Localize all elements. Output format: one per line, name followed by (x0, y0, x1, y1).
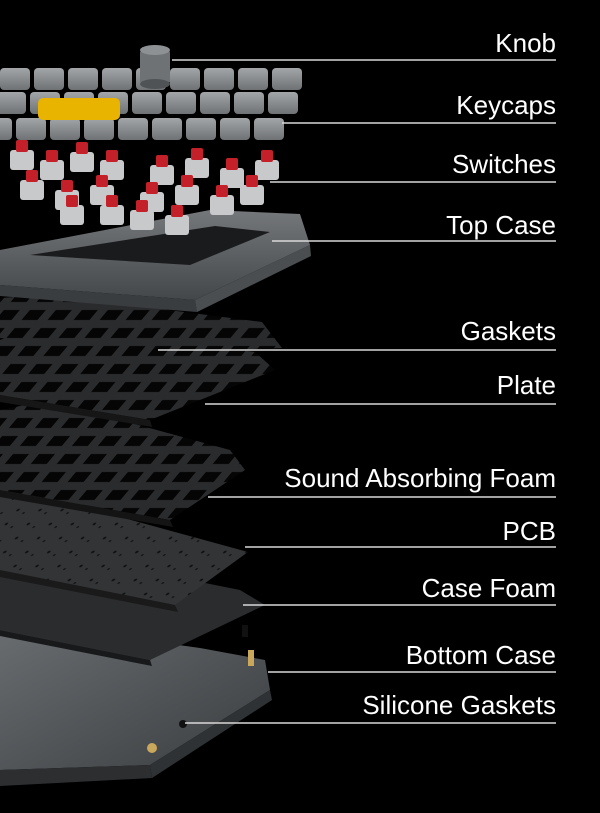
top-case-illustration (0, 210, 311, 312)
keycap (254, 118, 284, 140)
switch (220, 168, 244, 188)
switch-stem (76, 142, 88, 154)
switch-stem (146, 182, 158, 194)
keycap (0, 92, 26, 114)
keycap (170, 68, 200, 90)
yellow-keycap (38, 98, 120, 120)
knob-illustration (140, 45, 170, 89)
keycap (238, 68, 268, 90)
keycap (34, 68, 64, 90)
keycap (220, 118, 250, 140)
keycap (0, 68, 30, 90)
keycap (204, 68, 234, 90)
bottom-case-illustration (0, 620, 272, 786)
switch (165, 215, 189, 235)
switch (255, 160, 279, 180)
switch (100, 205, 124, 225)
keycap (84, 118, 114, 140)
keycap (0, 118, 12, 140)
switch (210, 195, 234, 215)
keycap (272, 68, 302, 90)
keycap (200, 92, 230, 114)
label-keycaps: Keycaps (456, 90, 556, 120)
switch-stem (246, 175, 258, 187)
switch-stem (106, 150, 118, 162)
keycap (102, 68, 132, 90)
switch-stem (136, 200, 148, 212)
switch (175, 185, 199, 205)
keycap (68, 68, 98, 90)
switch-stem (96, 175, 108, 187)
switch-stem (191, 148, 203, 160)
keycap (268, 92, 298, 114)
keycap (234, 92, 264, 114)
switch-stem (171, 205, 183, 217)
keycap (50, 118, 80, 140)
switch-stem (66, 195, 78, 207)
switch (240, 185, 264, 205)
switch-stem (61, 180, 73, 192)
keycap (166, 92, 196, 114)
switch (130, 210, 154, 230)
keycap (186, 118, 216, 140)
label-pcb: PCB (502, 516, 556, 546)
switch (60, 205, 84, 225)
keycap (152, 118, 182, 140)
label-top-case: Top Case (446, 210, 556, 240)
switch (185, 158, 209, 178)
label-case-foam: Case Foam (421, 573, 556, 603)
leader-lines (158, 59, 556, 724)
label-switches: Switches (451, 149, 556, 179)
switch-stem (46, 150, 58, 162)
switch (70, 152, 94, 172)
switch (10, 150, 34, 170)
label-gaskets: Gaskets (460, 316, 556, 346)
switch-stem (16, 140, 28, 152)
keycap (16, 118, 46, 140)
sound-absorbing-foam-illustration (0, 402, 245, 527)
label-sound-absorbing-foam: Sound Absorbing Foam (284, 463, 556, 493)
switch-stem (156, 155, 168, 167)
label-bottom-case: Bottom Case (405, 640, 556, 670)
switch (20, 180, 44, 200)
switches-illustration (10, 140, 279, 235)
pcb-illustration (0, 485, 248, 612)
switch-stem (216, 185, 228, 197)
switch-stem (261, 150, 273, 162)
keycap (118, 118, 148, 140)
gaskets-illustration (0, 296, 282, 352)
label-plate: Plate (496, 370, 556, 400)
switch-stem (26, 170, 38, 182)
keycap (132, 92, 162, 114)
label-knob: Knob (495, 28, 556, 58)
switch (40, 160, 64, 180)
label-silicone-gaskets: Silicone Gaskets (362, 690, 556, 720)
switch-stem (106, 195, 118, 207)
switch-stem (226, 158, 238, 170)
switch (150, 165, 174, 185)
switch-stem (181, 175, 193, 187)
